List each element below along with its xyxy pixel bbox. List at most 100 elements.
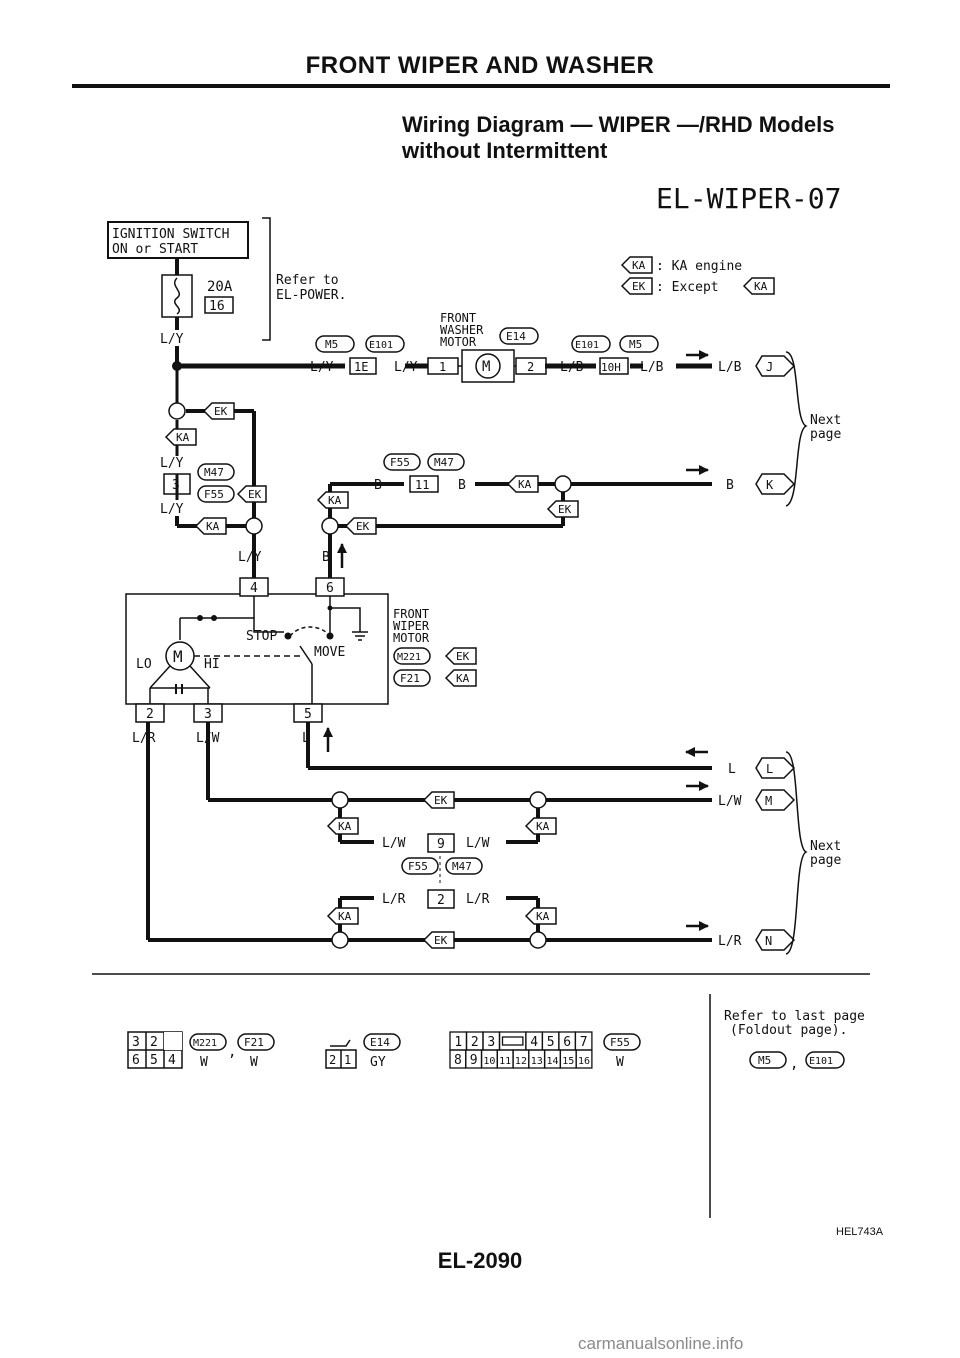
next-page-upper-1: Next: [810, 413, 841, 428]
next-page-lower-2: page: [810, 853, 841, 868]
conn-e101-a: E101: [369, 340, 393, 351]
conn-f21: F21: [400, 672, 420, 685]
legend-ek-ka-tag: KA: [754, 280, 768, 293]
conn-f55-a: F55: [204, 488, 224, 501]
m221-pin-5: 5: [150, 1053, 158, 1068]
f55-pin-bot-0: 8: [454, 1053, 462, 1068]
offpage-j: J: [766, 360, 773, 374]
tag-ek-wiper: EK: [456, 650, 470, 663]
wiper-term-6: 6: [326, 581, 334, 596]
wire-b-a: B: [374, 478, 382, 493]
m221-pin-2: 2: [150, 1035, 158, 1050]
tag-ka-2: KA: [206, 520, 220, 533]
wire-b-d: B: [322, 550, 330, 565]
m221-pin-3: 3: [132, 1035, 140, 1050]
tag-ka-5: KA: [338, 820, 352, 833]
conn-f55-c: F55: [408, 860, 428, 873]
offpage-m: M: [765, 794, 772, 808]
ignition-label-1: IGNITION SWITCH: [112, 227, 229, 242]
hi-label: HI: [204, 657, 220, 672]
washer-term-1: 1: [439, 360, 446, 374]
wire-l-b: L: [728, 762, 736, 777]
f55-pin-bot-6: 14: [546, 1056, 558, 1067]
wire-lr-c: L/R: [466, 892, 490, 907]
term-3-m47: 3: [172, 478, 180, 493]
tag-ka-wiper: KA: [456, 672, 470, 685]
tag-ek-5: EK: [434, 794, 448, 807]
tag-ka-3: KA: [518, 478, 532, 491]
wiper-term-4: 4: [250, 581, 258, 596]
wire-lw-b: L/W: [718, 794, 742, 809]
washer-label-2: WASHER: [440, 323, 484, 337]
legend-ek-text: : Except: [656, 280, 719, 295]
conn-m221: M221: [397, 652, 421, 663]
wire-ly-c: L/Y: [160, 456, 184, 471]
refer-last-2: (Foldout page).: [730, 1023, 847, 1038]
conn-m221-b: M221: [193, 1038, 217, 1049]
ignition-label-2: ON or START: [112, 242, 198, 257]
refer-power-1: Refer to: [276, 273, 339, 288]
tag-ka-4: KA: [328, 494, 342, 507]
color-w-a: W: [200, 1055, 208, 1070]
wire-ly-b: L/Y: [394, 360, 418, 375]
wire-ly-d: L/Y: [160, 502, 184, 517]
m221-pin-6: 6: [132, 1053, 140, 1068]
page-header-title: FRONT WIPER AND WASHER: [305, 52, 655, 79]
wiper-term-3: 3: [204, 707, 212, 722]
conn-m5-c: M5: [758, 1054, 771, 1067]
f55-pin-top-1: 2: [471, 1035, 479, 1050]
top-connector-badges: M5 E101 E14 E101 M5: [315, 327, 659, 353]
conn-e101-c: E101: [809, 1056, 833, 1067]
term-1e: 1E: [354, 360, 368, 374]
wiper-motor-symbol: M: [173, 647, 183, 666]
wiper-label-3: MOTOR: [393, 631, 430, 645]
washer-label-1: FRONT: [440, 311, 476, 325]
refer-last-1: Refer to last page: [724, 1009, 865, 1024]
f55-pin-top-4: 4: [530, 1035, 538, 1050]
term-2-m47: 2: [437, 893, 445, 908]
wiper-label-1: FRONT: [393, 607, 429, 621]
f55-pin-bot-1: 9: [470, 1053, 478, 1068]
f55-pin-bot-5: 13: [531, 1056, 543, 1067]
f55-pin-top-2: 3: [487, 1035, 495, 1050]
wire-b-c: B: [726, 478, 734, 493]
wire-ly-a: L/Y: [310, 360, 334, 375]
next-page-lower-1: Next: [810, 839, 841, 854]
watermark: carmanualsonline.info: [578, 1334, 744, 1353]
next-page-upper-2: page: [810, 427, 841, 442]
wire-lb-a: L/B: [560, 360, 584, 375]
lo-label: LO: [136, 657, 152, 672]
wire-lw-c: L/W: [382, 836, 406, 851]
conn-f55-d: F55: [610, 1036, 630, 1049]
tag-ek-6: EK: [434, 934, 448, 947]
tag-ka-1: KA: [176, 431, 190, 444]
fuse-rating: 20A: [207, 279, 233, 295]
e14-pin-1: 1: [344, 1053, 351, 1067]
e14-pin-2: 2: [329, 1053, 336, 1067]
wiper-label-2: WIPER: [393, 619, 430, 633]
wire-ly-e: L/Y: [238, 550, 262, 565]
subtitle-line-1: Wiring Diagram — WIPER —/RHD Models: [402, 112, 835, 137]
diagram-code: EL-WIPER-07: [656, 182, 841, 215]
f55-pin-bot-2: 10: [483, 1056, 495, 1067]
conn-m5-a: M5: [325, 338, 338, 351]
color-gy: GY: [370, 1055, 386, 1070]
term-9: 9: [437, 837, 445, 852]
washer-motor: 1 M 2: [427, 349, 547, 383]
tag-ek-1: EK: [214, 405, 228, 418]
wire-lr-d: L/R: [718, 934, 742, 949]
conn-m47-b: M47: [434, 456, 454, 469]
tag-ek-3: EK: [558, 503, 572, 516]
f55-pin-top-3-cell: [498, 1031, 527, 1051]
f55-pin-bot-8-cell: [575, 1049, 593, 1069]
offpage-n: N: [765, 934, 772, 948]
legend-ka-tag: KA: [632, 259, 646, 272]
refer-power-2: EL-POWER.: [276, 288, 346, 303]
color-w-b: W: [250, 1055, 258, 1070]
f55-key-slot: [501, 1036, 524, 1046]
washer-term-2: 2: [527, 360, 534, 374]
stop-label: STOP: [246, 629, 277, 644]
wire-b-b: B: [458, 478, 466, 493]
subtitle-line-2: without Intermittent: [402, 138, 608, 163]
